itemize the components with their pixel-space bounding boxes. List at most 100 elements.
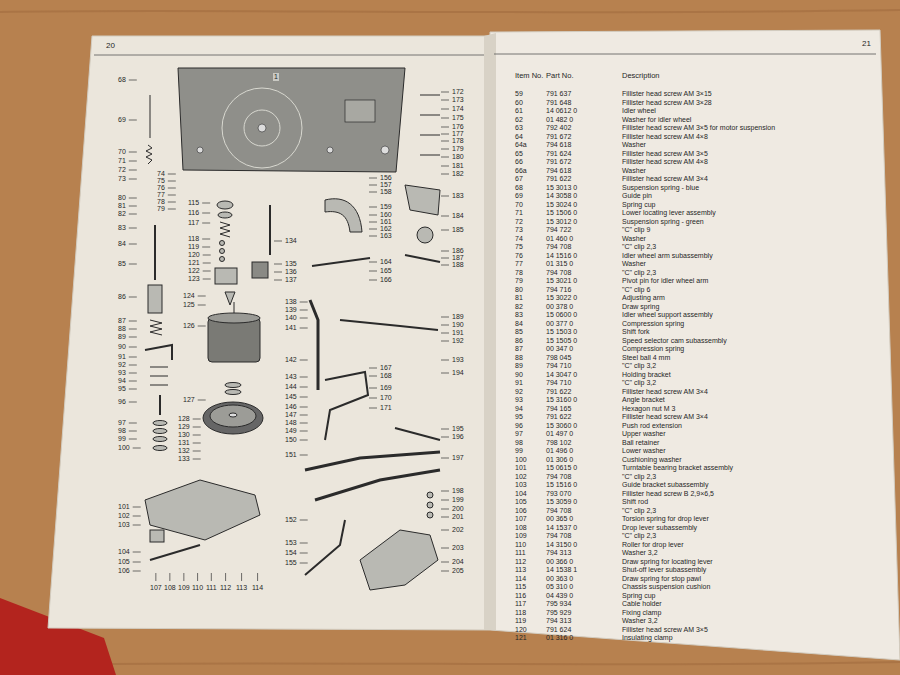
table-cell: 794 722 <box>546 226 571 234</box>
leader-line <box>441 317 449 318</box>
table-cell: 121 <box>515 634 527 642</box>
callout-number: 138 <box>285 298 297 306</box>
table-cell: 15 3021 0 <box>546 277 577 285</box>
left-parts-shape <box>153 421 167 426</box>
table-cell: Draw spring <box>622 303 659 311</box>
table-cell: Fillister head screw AM 3×4 <box>622 388 708 396</box>
leader-line <box>129 170 137 171</box>
leader-line <box>441 166 449 167</box>
leader-line <box>300 423 308 424</box>
table-cell: 66 <box>515 158 523 166</box>
table-cell: Turntable bearing bracket assembly <box>622 464 733 472</box>
right-parts-shape <box>420 155 440 156</box>
table-cell: 15 0600 0 <box>546 311 577 319</box>
right-parts-shape <box>305 520 345 575</box>
chassis-plate-shape <box>197 147 203 153</box>
leader-line <box>274 280 282 281</box>
table-cell: 798 045 <box>546 354 571 362</box>
table-cell: 86 <box>515 337 523 345</box>
callout-number: 155 <box>285 559 297 567</box>
callout-number: 182 <box>452 170 464 178</box>
callout-number: 78 <box>157 198 165 206</box>
leader-line <box>129 297 137 298</box>
table-cell: 93 <box>515 396 523 404</box>
table-cell: 92 <box>515 388 523 396</box>
callout-number: 186 <box>452 247 464 255</box>
table-cell: 84 <box>515 320 523 328</box>
leader-line <box>369 178 377 179</box>
center-parts-shape <box>210 405 256 427</box>
callout-number: 202 <box>452 526 464 534</box>
wood-table-shape <box>0 662 900 665</box>
table-cell: 794 165 <box>546 405 571 413</box>
callout-number: 172 <box>452 88 464 96</box>
table-cell: Fillister head screw AM 4×8 <box>622 133 708 141</box>
leader-line <box>202 223 210 224</box>
table-cell: Cushioning washer <box>622 456 682 464</box>
callout-number: 112 <box>220 584 231 592</box>
table-cell: Angle bracket <box>622 396 665 404</box>
leader-line <box>441 196 449 197</box>
leader-line <box>129 152 137 153</box>
manual-pages-shape <box>490 30 900 660</box>
callout-number: 92 <box>118 361 126 369</box>
right-parts <box>305 95 440 590</box>
right-parts-shape <box>417 227 433 243</box>
table-cell: Washer <box>622 235 646 243</box>
table-cell: 00 377 0 <box>546 320 573 328</box>
callout-number: 128 <box>178 415 190 423</box>
leader-line <box>129 423 137 424</box>
leader-line <box>129 120 137 121</box>
leader-line <box>441 360 449 361</box>
table-cell: "C" clip 2,3 <box>622 473 656 481</box>
callout-number: 148 <box>285 419 297 427</box>
callout-number: 120 <box>188 251 200 259</box>
callout-number: 184 <box>452 212 464 220</box>
leader-line <box>193 443 201 444</box>
table-cell: 00 378 0 <box>546 303 573 311</box>
center-parts-shape <box>220 257 225 262</box>
table-cell: 112 <box>515 558 526 566</box>
leader-line <box>274 241 282 242</box>
leader-line <box>441 157 449 158</box>
leader-line <box>369 192 377 193</box>
table-cell: 794 708 <box>546 243 571 251</box>
callout-number: 156 <box>380 174 392 182</box>
callout-number: 90 <box>118 343 126 351</box>
table-cell: Draw spring for locating lever <box>622 558 713 566</box>
leader-line <box>441 109 449 110</box>
callout-number: 136 <box>285 268 297 276</box>
leader-line <box>202 213 210 214</box>
leader-line <box>193 427 201 428</box>
leader-line <box>441 500 449 501</box>
leader-line <box>441 149 449 150</box>
callout-number: 198 <box>452 487 464 495</box>
callout-number: 134 <box>285 237 297 245</box>
callout-number: 149 <box>285 427 297 435</box>
center-parts-shape <box>217 201 233 209</box>
table-cell: Guide bracket subassembly <box>622 481 708 489</box>
callout-number: 71 <box>118 157 126 165</box>
callout-number: 150 <box>285 436 297 444</box>
leader-line <box>441 437 449 438</box>
callout-number: 91 <box>118 353 126 361</box>
callout-number: 135 <box>285 260 297 268</box>
callout-number: 178 <box>452 137 464 145</box>
table-cell: Spring cup <box>622 592 655 600</box>
table-cell: Idler wheel arm subassembly <box>622 252 713 260</box>
callout-number: 111 <box>206 584 217 592</box>
callout-number: 106 <box>118 567 130 575</box>
table-cell: 791 622 <box>546 388 571 396</box>
callout-number: 115 <box>188 199 199 207</box>
leader-line <box>203 263 211 264</box>
table-cell: 114 <box>515 575 526 583</box>
table-cell: 89 <box>515 362 523 370</box>
right-parts-shape <box>325 199 362 232</box>
table-cell: 01 316 0 <box>546 634 573 642</box>
table-cell: "C" clip 6 <box>622 286 650 294</box>
callout-number: 1 <box>273 73 279 81</box>
